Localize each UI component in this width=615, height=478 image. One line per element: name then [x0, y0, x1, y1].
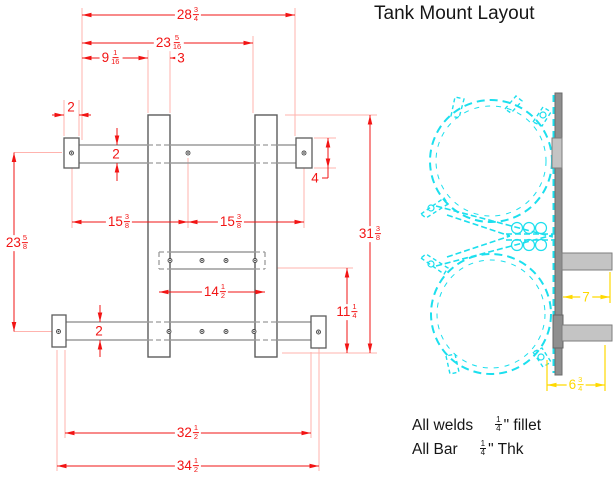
front-view-structure [51, 114, 327, 358]
dim-bar-extension: 7 [580, 289, 592, 305]
dim-top-bar-height: 2 [110, 146, 122, 162]
lower-tank [430, 253, 552, 375]
side-view [419, 92, 613, 391]
upper-tank-inner [435, 105, 547, 217]
spacer-holes [510, 221, 548, 252]
tank-outlines [419, 95, 556, 375]
mount-plate [554, 92, 563, 376]
dim-rail-width: 3 [175, 50, 187, 66]
upper-end-plate-face [551, 137, 563, 169]
upper-support-bar [561, 252, 613, 271]
dim-end-plate-width: 2 [65, 99, 77, 115]
strap-tabs [419, 95, 552, 375]
strap-tab-holes [427, 111, 547, 361]
bar-lines-solid [66, 144, 311, 341]
right-rail [254, 114, 278, 358]
left-rail [147, 114, 171, 358]
bolt-hole-centers [57, 152, 320, 333]
dim-end-plate-height: 4 [309, 170, 321, 186]
bar-lines-hidden [148, 144, 277, 341]
lower-support-bar [561, 324, 613, 342]
dim-lower-bar-height: 2 [93, 323, 105, 339]
drawing-title: Tank Mount Layout [374, 3, 535, 24]
lower-tank-inner [436, 259, 546, 369]
strap-cradle [435, 205, 556, 267]
front-dimension-lines [11, 12, 373, 469]
side-view-steel [551, 92, 613, 376]
front-extension-lines [14, 8, 377, 471]
side-dimension-lines [546, 272, 611, 391]
